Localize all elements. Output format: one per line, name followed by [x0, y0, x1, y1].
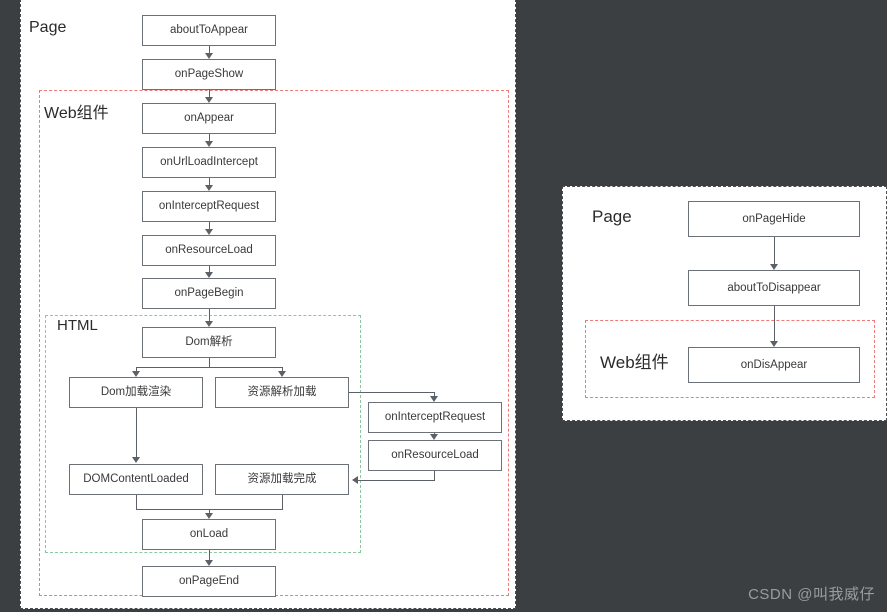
connector-line	[434, 392, 435, 396]
label-page-right: Page	[592, 207, 632, 226]
connector-line	[282, 495, 283, 509]
connector-arrow	[205, 513, 213, 519]
connector-line	[434, 433, 435, 434]
node-on-load[interactable]: onLoad	[142, 519, 276, 550]
node-on-page-end[interactable]: onPageEnd	[142, 566, 276, 597]
connector-arrow	[132, 457, 140, 463]
connector-arrow	[205, 141, 213, 147]
connector-line	[209, 46, 210, 54]
node-on-url-load-intercept[interactable]: onUrlLoadIntercept	[142, 147, 276, 178]
connector-arrow	[205, 185, 213, 191]
connector-arrow	[770, 264, 778, 270]
label-html: HTML	[57, 317, 98, 334]
group-html	[45, 315, 361, 553]
connector-line	[209, 309, 210, 321]
connector-line	[209, 222, 210, 229]
connector-line	[349, 392, 435, 393]
connector-line	[136, 408, 137, 457]
node-on-resource-load[interactable]: onResourceLoad	[142, 235, 276, 266]
label-web-component-left: Web组件	[44, 105, 109, 122]
right-diagram-panel: Page Web组件 onPageHide aboutToDisappear o…	[562, 186, 887, 421]
connector-arrow	[430, 434, 438, 440]
connector-arrow	[205, 97, 213, 103]
connector-line	[209, 266, 210, 272]
connector-line	[282, 367, 283, 371]
group-web-component-right	[585, 320, 875, 398]
connector-line	[209, 550, 210, 560]
node-about-to-appear[interactable]: aboutToAppear	[142, 15, 276, 46]
connector-line	[774, 237, 775, 264]
node-resource-parse-load[interactable]: 资源解析加载	[215, 377, 349, 408]
connector-line	[209, 134, 210, 142]
node-dom-render[interactable]: Dom加载渲染	[69, 377, 203, 408]
node-on-page-begin[interactable]: onPageBegin	[142, 278, 276, 309]
connector-arrow	[205, 272, 213, 278]
connector-arrow	[205, 560, 213, 566]
label-web-component-right: Web组件	[600, 353, 669, 372]
connector-arrow	[770, 341, 778, 347]
connector-line	[209, 358, 210, 367]
node-resource-load-done[interactable]: 资源加载完成	[215, 464, 349, 495]
node-on-appear[interactable]: onAppear	[142, 103, 276, 134]
node-sub-intercept-request[interactable]: onInterceptRequest	[368, 402, 502, 433]
connector-arrow	[352, 476, 358, 484]
connector-arrow	[205, 53, 213, 59]
connector-line	[209, 178, 210, 186]
connector-arrow	[205, 321, 213, 327]
connector-line	[136, 367, 137, 371]
connector-line	[209, 90, 210, 98]
node-on-page-show[interactable]: onPageShow	[142, 59, 276, 90]
connector-line	[358, 480, 435, 481]
node-dom-parse[interactable]: Dom解析	[142, 327, 276, 358]
node-sub-resource-load[interactable]: onResourceLoad	[368, 440, 502, 471]
watermark-text: CSDN @叫我威仔	[748, 586, 875, 603]
connector-arrow	[278, 371, 286, 377]
node-on-dis-appear[interactable]: onDisAppear	[688, 347, 860, 383]
connector-line	[136, 495, 137, 509]
node-about-to-disappear[interactable]: aboutToDisappear	[688, 270, 860, 306]
connector-line	[774, 306, 775, 341]
node-dom-content-loaded[interactable]: DOMContentLoaded	[69, 464, 203, 495]
node-on-page-hide[interactable]: onPageHide	[688, 201, 860, 237]
connector-line	[434, 471, 435, 480]
left-diagram-panel: Page Web组件 HTML aboutToAppear onPageShow…	[20, 0, 516, 609]
connector-arrow	[430, 396, 438, 402]
connector-line	[209, 509, 210, 513]
label-page-left: Page	[29, 19, 67, 36]
connector-arrow	[205, 229, 213, 235]
connector-arrow	[132, 371, 140, 377]
connector-line	[136, 367, 282, 368]
node-on-intercept-request[interactable]: onInterceptRequest	[142, 191, 276, 222]
